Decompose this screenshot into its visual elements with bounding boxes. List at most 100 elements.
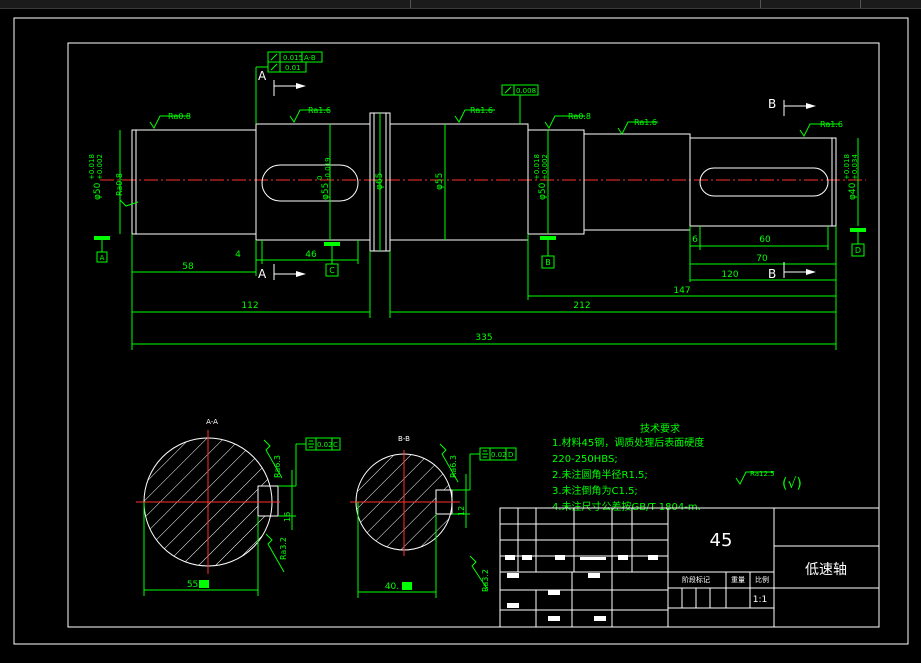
roughness-text: Ra3.2 bbox=[279, 537, 288, 560]
runout-icon bbox=[270, 53, 278, 61]
window-title-bar bbox=[0, 0, 921, 9]
dim-text: 4 bbox=[235, 250, 241, 260]
roughness-icon bbox=[119, 199, 139, 207]
datum-d: D bbox=[850, 228, 866, 257]
sheet-inner-border bbox=[67, 42, 880, 628]
symmetry-icon bbox=[308, 440, 314, 448]
tolerance-frame bbox=[305, 437, 341, 451]
roughness-text: Ra12.5 bbox=[750, 470, 775, 478]
text-placeholder bbox=[548, 616, 560, 621]
journal-right bbox=[527, 129, 585, 235]
diameter-text: φ55 bbox=[435, 173, 445, 190]
shaft-main-view bbox=[100, 112, 866, 252]
journal-left bbox=[131, 129, 257, 235]
section-letter: A bbox=[258, 267, 267, 281]
datum-letter: D bbox=[855, 246, 861, 255]
diameter-text: φ65 bbox=[375, 173, 385, 190]
tolerance-ref: D bbox=[508, 451, 513, 459]
drawing-canvas[interactable]: 58 4 46 112 212 335 147 120 70 60 6 φ50 … bbox=[0, 9, 921, 659]
shaft-key-section bbox=[255, 123, 371, 241]
notes-line: 4.未注尺寸公差按GB/T 1804-m. bbox=[552, 500, 701, 513]
text-placeholder bbox=[588, 573, 600, 578]
roughness-icon bbox=[289, 109, 330, 123]
tolerance-text: +0.034 bbox=[851, 154, 859, 180]
roughness-icon bbox=[149, 115, 190, 129]
scale-value: 1:1 bbox=[753, 595, 767, 605]
title-bar-separator bbox=[410, 0, 411, 8]
sheet-outer-border bbox=[13, 17, 909, 645]
shaft-step bbox=[583, 133, 691, 231]
roughness-text: Ra1.6 bbox=[634, 118, 657, 127]
dim-text: 335 bbox=[475, 333, 492, 343]
dimension-lines bbox=[119, 113, 859, 350]
dim-text: 46 bbox=[305, 250, 317, 260]
section-letter: B bbox=[768, 97, 776, 111]
datum-a: A bbox=[94, 236, 110, 263]
dim-text: 147 bbox=[673, 286, 690, 296]
label-weight: 重量 bbox=[731, 576, 745, 584]
datum-box bbox=[541, 255, 555, 269]
roughness-icon bbox=[263, 439, 283, 479]
text-placeholder bbox=[580, 557, 606, 560]
dim-text: 40. bbox=[385, 582, 399, 592]
roughness-icon bbox=[799, 123, 840, 137]
dim-text: 60 bbox=[759, 235, 771, 245]
roughness-symbols: Ra0.8 Ra1.6 Ra1.6 Ra0.8 Ra1.6 Ra1.6 Ra0.… bbox=[115, 106, 843, 207]
roughness-text: Ra6.3 bbox=[273, 455, 282, 478]
shaft-output-end bbox=[689, 137, 837, 227]
datum-triangle bbox=[850, 228, 866, 232]
tolerance-value: 0.02 bbox=[491, 451, 507, 459]
title-block: 45 低速轴 阶段标记 重量 比例 1:1 bbox=[499, 507, 880, 628]
arrow-icon bbox=[806, 269, 816, 275]
roughness-icon bbox=[544, 115, 585, 129]
roughness-icon bbox=[454, 109, 495, 123]
dim-text: 12 bbox=[457, 506, 466, 516]
label-scale: 比例 bbox=[755, 575, 769, 584]
diameter-text: φ40 bbox=[848, 182, 858, 200]
datum-box bbox=[96, 251, 108, 263]
notes-line: 2.未注圆角半径R1.5; bbox=[552, 468, 648, 481]
section-view-b: B-B 40. 12 Ra6.3 Ra3.2 bbox=[350, 435, 517, 598]
arrow-icon bbox=[806, 103, 816, 109]
tolerance-block bbox=[199, 580, 209, 588]
datum-letter: A bbox=[100, 254, 105, 262]
text-placeholder bbox=[522, 555, 532, 560]
technical-notes: 技术要求 1.材料45钢，调质处理后表面硬度 220-250HBS; 2.未注圆… bbox=[552, 422, 802, 513]
diameter-text: φ55 bbox=[321, 183, 331, 200]
diameter-text: φ50 bbox=[538, 182, 548, 200]
tolerance-text: +0.018 bbox=[533, 154, 541, 180]
tolerance-text: -0.019 bbox=[324, 157, 332, 180]
section-letter: A bbox=[258, 69, 267, 83]
tolerance-value: 0.02 bbox=[317, 441, 333, 449]
notes-title: 技术要求 bbox=[640, 422, 680, 435]
section-marker-b-bottom: B bbox=[768, 262, 816, 281]
dim-text: 120 bbox=[721, 270, 738, 280]
text-placeholder bbox=[648, 555, 658, 560]
tolerance-ref: A-B bbox=[304, 54, 316, 62]
roughness-icon bbox=[439, 443, 459, 483]
roughness-icon bbox=[265, 533, 285, 573]
roughness-text: Ra1.6 bbox=[308, 106, 331, 115]
tolerance-block bbox=[402, 582, 412, 590]
roughness-text: Ra0.8 bbox=[115, 173, 124, 196]
dim-text: 112 bbox=[241, 301, 258, 311]
roughness-text: Ra6.3 bbox=[449, 455, 458, 478]
datum-triangle bbox=[540, 236, 556, 240]
datum-letter: C bbox=[329, 266, 335, 275]
tolerance-text: +0.018 bbox=[843, 154, 851, 180]
tolerance-value: 0.008 bbox=[516, 87, 536, 95]
section-marker-a-bottom: A bbox=[258, 264, 306, 281]
dim-text: 55. bbox=[187, 580, 201, 590]
section-letter: B bbox=[768, 267, 776, 281]
section-marker-b-top: B bbox=[768, 97, 816, 116]
diameter-text: φ50 bbox=[93, 182, 103, 200]
roughness-icon bbox=[735, 471, 774, 485]
datum-b: B bbox=[540, 236, 556, 269]
keyway-left bbox=[261, 164, 359, 202]
datum-triangle bbox=[324, 242, 340, 246]
tolerance-frame-mid: 0.008 bbox=[501, 84, 539, 124]
drawing-svg[interactable]: 58 4 46 112 212 335 147 120 70 60 6 φ50 … bbox=[0, 9, 921, 659]
notes-line: 220-250HBS; bbox=[552, 454, 618, 465]
material-value: 45 bbox=[710, 530, 733, 551]
dim-text: 6 bbox=[692, 235, 698, 245]
